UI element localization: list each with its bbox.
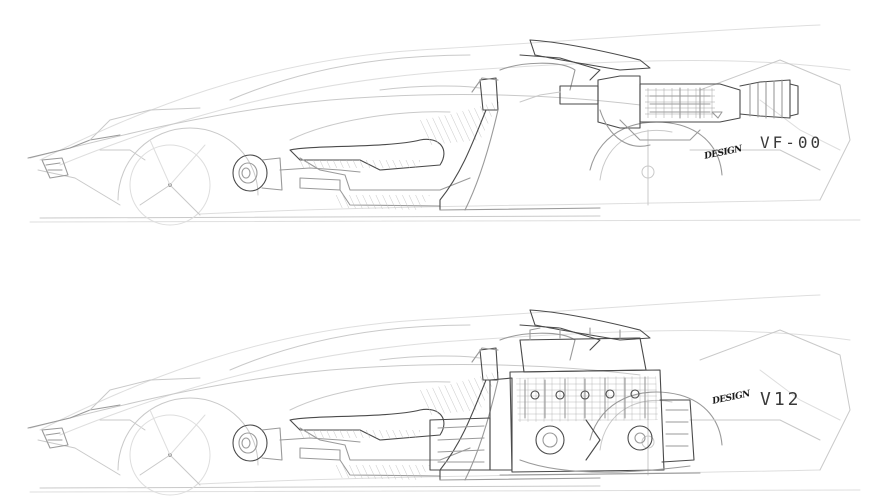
v12-engine-drawing (429, 327, 701, 476)
car-sketch-vf00 (27, 24, 861, 226)
engine-label-vf00: VF-00 (760, 133, 824, 152)
engine-label-v12: V12 (760, 389, 802, 410)
car-sketch-v12 (27, 294, 861, 496)
turbine-engine-drawing (519, 75, 799, 147)
